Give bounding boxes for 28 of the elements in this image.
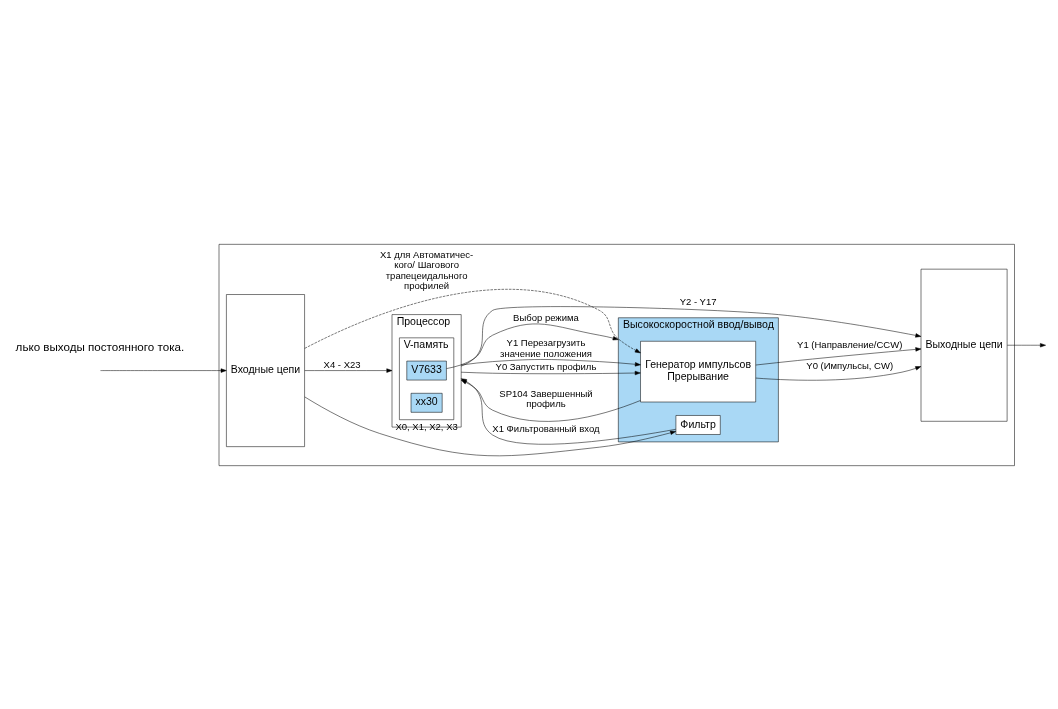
edge-label: Y1 Перезагрузить значение положения	[500, 336, 592, 359]
node-box: V7633	[406, 360, 447, 380]
arrow	[304, 288, 641, 353]
edge-label: Y1 (Направление/CCW)	[797, 338, 903, 350]
edge-label: Выбор режима	[513, 311, 579, 323]
arrow	[100, 367, 227, 373]
edge-label: X1 Фильтрованный вход	[492, 422, 600, 434]
edge-label: X1 для Автоматичес- кого/ Шагового трапецеидального профилей	[379, 248, 474, 291]
arrow	[460, 305, 922, 366]
arrow	[304, 367, 393, 373]
arrow	[755, 365, 922, 381]
node-box: Выходные цепи	[920, 268, 1008, 422]
edge-label: X4 - X23	[323, 358, 361, 370]
arrow	[304, 396, 677, 456]
label: лько выходы постоянного тока.	[15, 339, 185, 353]
node-box: Фильтр	[675, 414, 721, 435]
arrow	[446, 323, 619, 369]
arrow	[460, 370, 641, 375]
node-box: xx30	[410, 392, 443, 413]
edge-label: Y0 (Импульсы, CW)	[806, 359, 894, 371]
edge-label: Y0 Запустить профиль	[495, 360, 597, 372]
arrow	[1007, 342, 1046, 347]
node-box: Генератор импульсов Прерывание	[640, 340, 756, 402]
arrow	[460, 358, 641, 366]
arrow	[755, 346, 922, 365]
edge-label: SP104 Завершенный профиль	[499, 387, 593, 409]
node-box: Входные цепи	[226, 293, 305, 447]
edge-label: Y2 - Y17	[679, 295, 717, 307]
